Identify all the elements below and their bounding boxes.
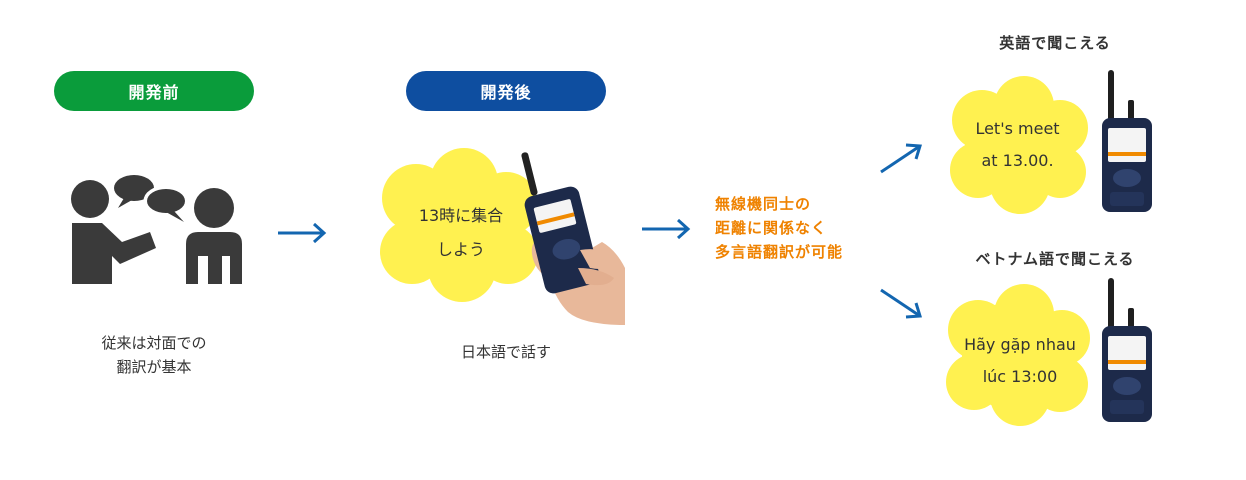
after-caption: 日本語で話す bbox=[406, 340, 606, 364]
radio-screen bbox=[533, 199, 577, 233]
english-label: 英語で聞こえる bbox=[960, 32, 1150, 53]
english-bubble-line2: at 13.00. bbox=[981, 151, 1054, 170]
japanese-bubble-text: 13時に集合 しよう bbox=[386, 199, 536, 267]
english-label-text: 英語で聞こえる bbox=[999, 34, 1111, 52]
speech-cloud-english bbox=[950, 76, 1088, 214]
radio-device-english bbox=[1102, 70, 1152, 212]
right-arrow-icon bbox=[278, 222, 327, 244]
hand-holding-radio bbox=[521, 152, 625, 325]
japanese-bubble-line2: しよう bbox=[436, 240, 485, 259]
radio-device-vietnamese bbox=[1102, 278, 1152, 422]
after-badge: 開発後 bbox=[406, 71, 606, 111]
vietnamese-bubble-text: Hãy gặp nhau lúc 13:00 bbox=[955, 329, 1085, 393]
before-caption-line1: 従来は対面での bbox=[101, 334, 207, 352]
radio-antenna bbox=[521, 152, 538, 196]
multilingual-note-line2: 距離に関係なく bbox=[715, 219, 828, 237]
english-bubble-line1: Let's meet bbox=[975, 119, 1060, 138]
right-person-head bbox=[194, 188, 234, 228]
before-caption: 従来は対面での 翻訳が基本 bbox=[54, 331, 254, 379]
vietnamese-label-text: ベトナム語で聞こえる bbox=[975, 250, 1135, 268]
japanese-bubble-line1: 13時に集合 bbox=[418, 206, 504, 225]
right-arrow-icon bbox=[642, 218, 691, 240]
speech-bubble-back bbox=[114, 175, 154, 201]
multilingual-note-line1: 無線機同士の bbox=[715, 195, 812, 213]
left-person-head bbox=[71, 180, 109, 218]
up-right-arrow-icon bbox=[880, 143, 922, 174]
before-caption-line2: 翻訳が基本 bbox=[116, 358, 192, 376]
speech-cloud-vietnamese bbox=[946, 284, 1090, 426]
after-badge-label: 開発後 bbox=[480, 83, 532, 102]
speech-cloud-japanese bbox=[380, 148, 538, 302]
before-badge-label: 開発前 bbox=[128, 83, 180, 102]
vietnamese-bubble-line2: lúc 13:00 bbox=[982, 367, 1058, 386]
vietnamese-bubble-line1: Hãy gặp nhau bbox=[964, 335, 1076, 354]
down-right-arrow-icon bbox=[880, 288, 922, 319]
multilingual-note-line3: 多言語翻訳が可能 bbox=[715, 243, 844, 261]
multilingual-note: 無線機同士の 距離に関係なく 多言語翻訳が可能 bbox=[715, 192, 885, 264]
english-bubble-text: Let's meet at 13.00. bbox=[960, 113, 1075, 177]
left-person-body bbox=[72, 223, 156, 284]
right-person-body bbox=[186, 232, 242, 284]
before-badge: 開発前 bbox=[54, 71, 254, 111]
two-people-talking-icon bbox=[71, 175, 242, 284]
vietnamese-label: ベトナム語で聞こえる bbox=[940, 248, 1170, 269]
after-caption-text: 日本語で話す bbox=[460, 343, 551, 361]
radio-keypad bbox=[552, 238, 581, 260]
